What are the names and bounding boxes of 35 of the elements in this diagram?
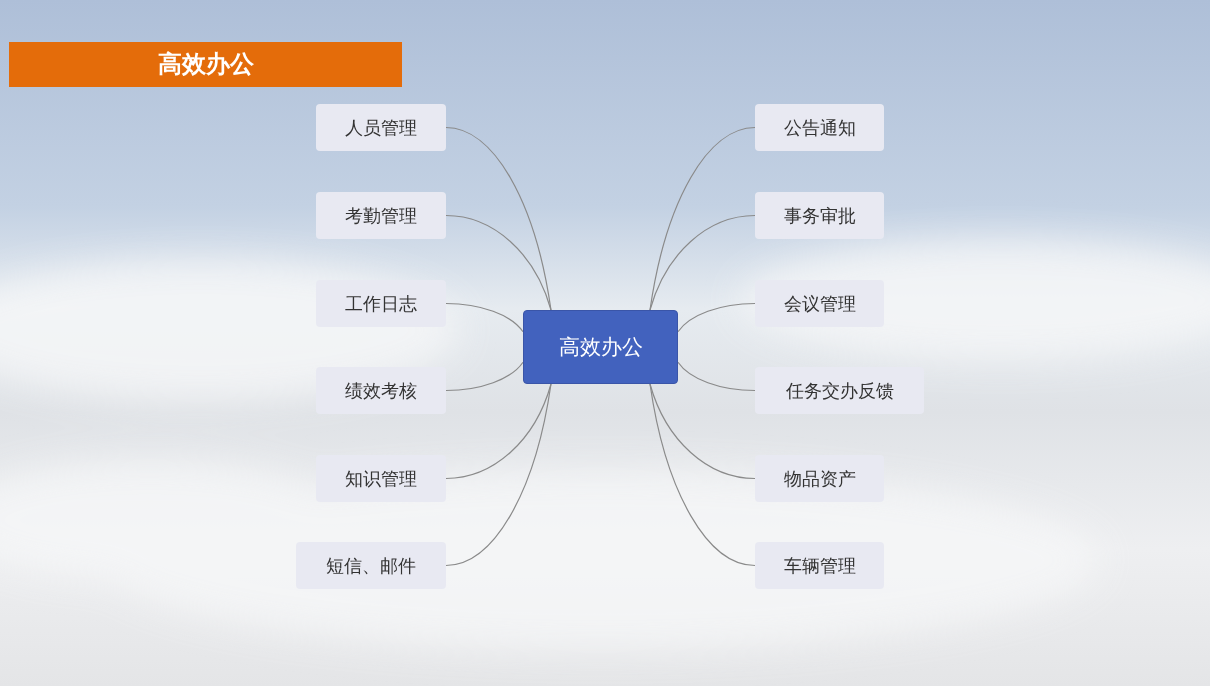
connector-line (445, 302, 524, 333)
topic-box (755, 280, 884, 327)
central-topic-box (523, 310, 678, 384)
topic-label: 车辆管理 (783, 553, 856, 578)
topic-label: 公告通知 (783, 115, 856, 140)
topic-box (755, 192, 884, 239)
topic-box (755, 542, 884, 589)
connector-line (445, 361, 524, 392)
topic-label: 高效办公 (558, 334, 643, 361)
topic-box (755, 104, 884, 151)
topic-label: 任务交办反馈 (785, 378, 894, 403)
topic-box (316, 104, 446, 151)
topic-box (316, 280, 446, 327)
topic-box (755, 455, 884, 502)
topic-box (316, 192, 446, 239)
connector-line (445, 214, 552, 311)
topic-label: 考勤管理 (345, 203, 417, 228)
topic-label: 事务审批 (783, 203, 856, 228)
connector-line (649, 214, 756, 311)
topic-label: 知识管理 (345, 466, 417, 491)
connector-line (677, 302, 756, 333)
topic-label: 短信、邮件 (326, 553, 416, 578)
topic-label: 物品资产 (783, 466, 856, 491)
topic-label: 人员管理 (345, 115, 417, 140)
topic-box (316, 367, 446, 414)
title-banner: 高效办公 (9, 42, 402, 87)
connector-line (677, 361, 756, 392)
topic-box (296, 542, 446, 589)
connector-line (445, 383, 552, 567)
topic-box (316, 455, 446, 502)
connector-line (649, 383, 756, 567)
topic-label: 会议管理 (783, 291, 856, 316)
topic-label: 绩效考核 (345, 378, 417, 403)
topic-box (755, 367, 924, 414)
topic-label: 工作日志 (345, 291, 417, 316)
